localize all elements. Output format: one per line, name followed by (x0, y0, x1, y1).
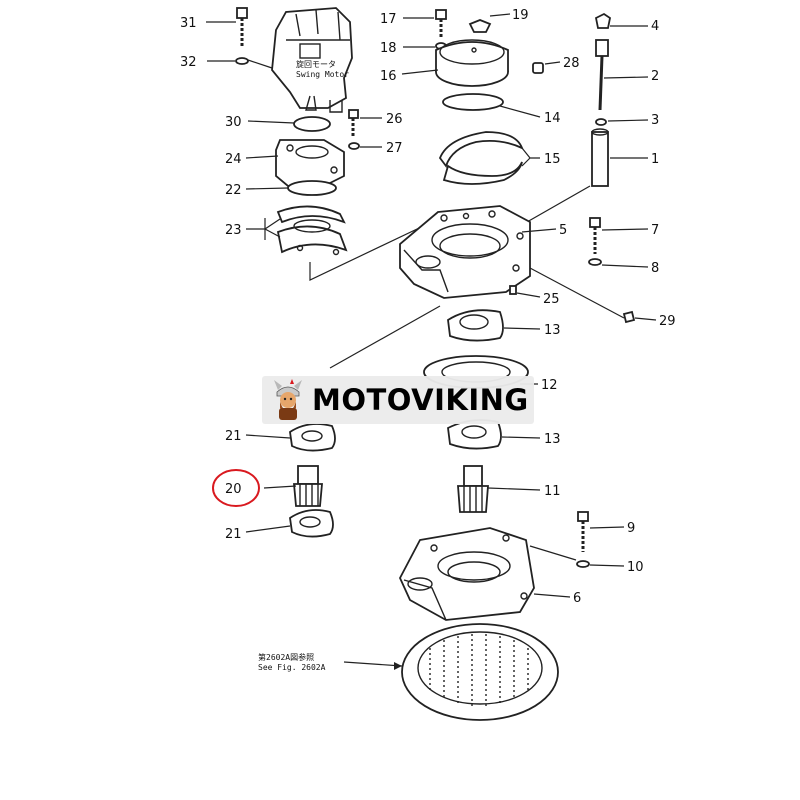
part-23-shims (276, 205, 348, 256)
callout-25: 25 (543, 292, 560, 307)
callout-15: 15 (544, 152, 561, 167)
callout-20: 20 (225, 482, 242, 497)
part-8-washer (588, 258, 602, 266)
callout-17: 17 (380, 12, 397, 27)
part-31-bolt (236, 7, 248, 48)
callout-18: 18 (380, 41, 397, 56)
part-16-cover (435, 39, 509, 87)
part-4-cap (594, 12, 612, 29)
viking-mascot-icon (274, 379, 302, 420)
highlight-circle-part-20 (212, 469, 260, 507)
part-10-washer (576, 560, 590, 568)
part-32-washer (235, 57, 249, 65)
callout-24: 24 (225, 152, 242, 167)
callout-23: 23 (225, 223, 242, 238)
part-11-shaft (457, 465, 489, 513)
callout-4: 4 (651, 19, 659, 34)
callout-19: 19 (512, 8, 529, 23)
part-30-o-ring (293, 116, 331, 132)
callout-9: 9 (627, 521, 635, 536)
callout-11: 11 (544, 484, 561, 499)
part-26-bolt (348, 109, 359, 138)
part-5-upper-case (399, 205, 531, 299)
callout-5: 5 (559, 223, 567, 238)
part-19-breather (468, 19, 492, 33)
part-22-o-ring (287, 180, 337, 196)
part-7-bolt (589, 217, 601, 254)
reference-note-jp: 第2602A図参照 (258, 652, 314, 662)
callout-7: 7 (651, 223, 659, 238)
part-29-plug (622, 310, 636, 324)
part-9-bolt (577, 511, 589, 552)
callout-10: 10 (627, 560, 644, 575)
part-2-dipstick (595, 39, 609, 111)
callout-29: 29 (659, 314, 676, 329)
callout-6: 6 (573, 591, 581, 606)
callout-30: 30 (225, 115, 242, 130)
part-21-bearing-upper (289, 423, 336, 452)
callout-1: 1 (651, 152, 659, 167)
part-25-pin (509, 285, 517, 295)
motor-label-en: Swing Motor (296, 70, 349, 79)
callout-31: 31 (180, 16, 197, 31)
callout-32: 32 (180, 55, 197, 70)
part-21-bearing-lower (289, 509, 334, 538)
part-13-bearing-lower (447, 419, 502, 450)
callout-13a: 13 (544, 323, 561, 338)
swing-motor-drawing (271, 7, 353, 113)
callout-13b: 13 (544, 432, 561, 447)
callout-3: 3 (651, 113, 659, 128)
callout-28: 28 (563, 56, 580, 71)
callout-2: 2 (651, 69, 659, 84)
watermark-banner: MOTOVIKING (262, 376, 534, 424)
part-28-plug (532, 62, 544, 74)
reference-note-en: See Fig. 2602A (258, 663, 326, 672)
part-15-thrust-washers (438, 131, 524, 185)
callout-16: 16 (380, 69, 397, 84)
part-17-bolt (435, 9, 447, 38)
callout-8: 8 (651, 261, 659, 276)
part-6-lower-case (398, 527, 535, 621)
callout-21a: 21 (225, 429, 242, 444)
callout-14: 14 (544, 111, 561, 126)
callout-26: 26 (386, 112, 403, 127)
part-13-bearing-upper (447, 309, 504, 342)
motor-label-jp: 旋回モータ (296, 59, 336, 69)
part-27-washer (348, 142, 360, 150)
part-20-pinion (293, 465, 323, 507)
part-24-housing (275, 139, 345, 187)
callout-27: 27 (386, 141, 403, 156)
callout-22: 22 (225, 183, 242, 198)
part-1-tube (591, 128, 609, 187)
part-3-o-ring (595, 118, 607, 126)
callout-21b: 21 (225, 527, 242, 542)
callout-12: 12 (541, 378, 558, 393)
watermark-brand-text: MOTOVIKING (312, 383, 529, 417)
swing-circle-ring (401, 623, 559, 721)
part-14-o-ring (442, 93, 504, 111)
